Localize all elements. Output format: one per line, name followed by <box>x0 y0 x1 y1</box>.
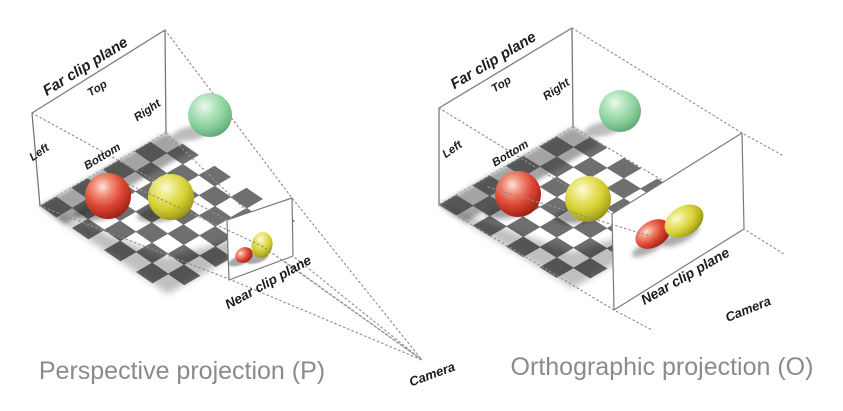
camera-label: Camera <box>723 293 773 325</box>
projection-ray-through-spheres <box>487 186 651 237</box>
checker-tile <box>198 205 232 227</box>
green-sphere <box>599 90 641 132</box>
frustum-edge-top-right <box>164 29 423 361</box>
checker-tile <box>539 176 575 198</box>
checker-tile <box>539 216 575 238</box>
checker-tile <box>135 222 169 244</box>
checker-tile <box>230 187 263 209</box>
checker-tile <box>606 157 642 179</box>
projected-yellow-sphere <box>664 204 704 238</box>
floor-edge-shadow <box>441 207 707 288</box>
checker-tile <box>167 224 200 245</box>
perspective-diagram: Far clip plane Top Right Left Bottom Nea… <box>28 29 457 389</box>
perspective-near-clip-plane <box>226 197 294 281</box>
projection-ray-through-spheres <box>127 183 423 361</box>
floor-edge-shadow <box>42 208 294 294</box>
far-plane-face <box>439 28 573 205</box>
orthographic-near-clip-plane <box>611 132 745 311</box>
yellow-sphere <box>148 174 194 220</box>
red-sphere <box>495 171 541 217</box>
far-plane-face <box>32 30 166 206</box>
checker-tile <box>166 163 200 185</box>
projected-red-sphere <box>235 247 253 263</box>
checker-tile <box>103 220 137 242</box>
far-plane-edges <box>438 27 574 205</box>
checker-tile <box>573 217 608 239</box>
checker-tile <box>198 185 232 207</box>
perspective-caption: Perspective projection (P) <box>39 357 325 385</box>
projected-yellow-sphere <box>251 232 273 258</box>
orthographic-caption: Orthographic projection (O) <box>511 353 814 381</box>
checker-tile <box>573 157 608 178</box>
red-sphere <box>85 173 131 219</box>
green-sphere <box>188 93 232 137</box>
orthographic-diagram: Far clip plane Top Right Left Bottom Nea… <box>438 27 814 381</box>
projected-red-sphere <box>635 219 671 249</box>
checker-tile <box>199 226 232 247</box>
checker-tile <box>606 177 642 199</box>
checker-tile <box>506 216 541 238</box>
box-edge-top-left <box>438 107 613 215</box>
camera-label: Camera <box>407 359 457 389</box>
yellow-sphere <box>565 176 611 222</box>
checker-tile <box>198 165 231 187</box>
far-plane-edges <box>31 29 167 207</box>
